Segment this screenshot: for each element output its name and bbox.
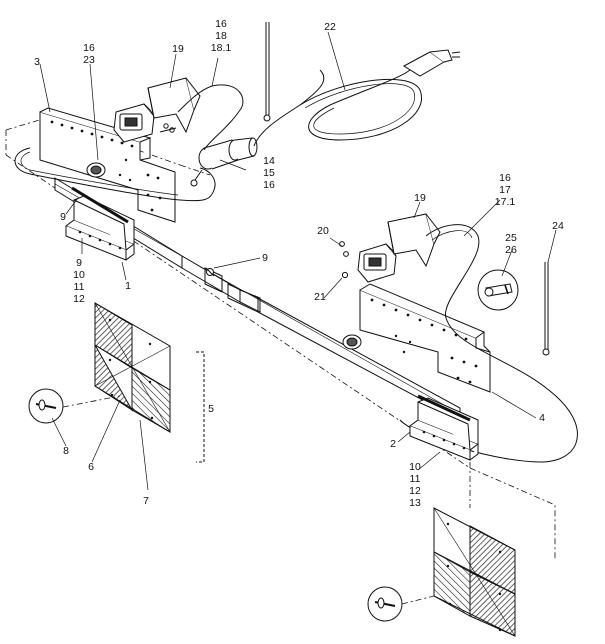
right-bracket-plate bbox=[359, 283, 491, 393]
callout-stack-25-26: 25 26 bbox=[500, 232, 522, 256]
callout-6: 6 bbox=[88, 461, 94, 473]
detail-circle-screw-right bbox=[367, 586, 403, 622]
stack-item: 13 bbox=[409, 497, 421, 509]
left-lamp-hood bbox=[147, 77, 201, 134]
left-lamp-cable-loop bbox=[177, 84, 244, 151]
callout-7: 7 bbox=[143, 495, 149, 507]
callout-1: 1 bbox=[125, 280, 131, 292]
callout-8: 8 bbox=[63, 445, 69, 457]
left-long-cable bbox=[14, 147, 216, 202]
stack-item: 11 bbox=[409, 473, 421, 485]
right-lamp-hood bbox=[387, 213, 441, 268]
left-bracket-holes bbox=[50, 120, 162, 212]
callout-21: 21 bbox=[314, 291, 326, 303]
right-reflector-dots bbox=[446, 522, 502, 632]
stack-item: 20 bbox=[317, 225, 329, 237]
detail-circle-clamp bbox=[477, 269, 519, 311]
stack-item: 23 bbox=[83, 54, 95, 66]
stack-item: 26 bbox=[505, 244, 517, 256]
right-bracket-holes bbox=[370, 298, 478, 384]
left-bracket-plate bbox=[39, 107, 176, 223]
cable-tie-right bbox=[542, 262, 550, 356]
left-lamp bbox=[113, 103, 155, 143]
stack-item: 18.1 bbox=[210, 42, 232, 54]
stack-item: 16 bbox=[215, 18, 227, 30]
left-reflector-dots bbox=[108, 318, 154, 420]
stack-item: 14 bbox=[263, 155, 275, 167]
stack-item: 15 bbox=[263, 167, 275, 179]
left-lamp-screws bbox=[159, 123, 177, 133]
callout-stack-9-10-11-12: 9 10 11 12 bbox=[68, 257, 90, 305]
callout-19-right: 19 bbox=[414, 192, 426, 204]
left-clamp-hatch bbox=[71, 186, 129, 224]
left-clamp-bracket bbox=[64, 195, 136, 261]
left-clamp-holes bbox=[78, 230, 122, 250]
callout-stack-10-11-12-13: 10 11 12 13 bbox=[404, 461, 426, 509]
callout-3: 3 bbox=[34, 56, 40, 68]
stack-item: 12 bbox=[409, 485, 421, 497]
leader-lines bbox=[39, 31, 557, 491]
stack-item: 18 bbox=[215, 30, 227, 42]
stack-item: 12 bbox=[73, 293, 85, 305]
callout-stack-20: 20 bbox=[312, 225, 334, 237]
stack-item: 17.1 bbox=[494, 196, 516, 208]
stack-item: 17 bbox=[499, 184, 511, 196]
callout-stack-16-17-17.1: 16 17 17.1 bbox=[490, 172, 520, 208]
callout-19-left: 19 bbox=[172, 43, 184, 55]
stack-item: 25 bbox=[505, 232, 517, 244]
stack-item: 11 bbox=[73, 281, 85, 293]
stack-item: 9 bbox=[76, 257, 82, 269]
callout-stack-16-18-18.1: 16 18 18.1 bbox=[206, 18, 236, 54]
beam-clip bbox=[205, 267, 215, 277]
callout-4: 4 bbox=[539, 412, 545, 424]
cable-22 bbox=[253, 49, 461, 147]
right-clamp-hatch bbox=[417, 394, 471, 422]
callout-2: 2 bbox=[390, 438, 396, 450]
dimension-bracket-5 bbox=[196, 351, 205, 463]
stack-item: 16 bbox=[83, 42, 95, 54]
callout-9-left: 9 bbox=[60, 211, 66, 223]
callout-stack-16-23: 16 23 bbox=[78, 42, 100, 66]
right-reflector-board bbox=[433, 507, 516, 637]
callout-22: 22 bbox=[324, 21, 336, 33]
stack-item: 16 bbox=[499, 172, 511, 184]
right-clamp-holes bbox=[422, 430, 466, 450]
stack-item: 16 bbox=[263, 179, 275, 191]
cable-tie-left bbox=[263, 22, 271, 122]
callout-24: 24 bbox=[552, 220, 564, 232]
stack-item: 10 bbox=[73, 269, 85, 281]
callout-9-mid: 9 bbox=[262, 252, 268, 264]
detail-circle-screw-left bbox=[28, 388, 64, 424]
stack-item: 10 bbox=[409, 461, 421, 473]
callout-stack-14-15-16: 14 15 16 bbox=[258, 155, 280, 191]
left-reflector-board bbox=[94, 302, 171, 433]
callout-5: 5 bbox=[208, 403, 214, 415]
right-lamp bbox=[357, 243, 397, 283]
screw-lead-lines bbox=[62, 395, 471, 605]
right-lamp-screws bbox=[339, 241, 349, 279]
left-grommet bbox=[86, 162, 106, 178]
right-grommet bbox=[342, 334, 362, 350]
left-plug-connector bbox=[190, 137, 258, 187]
right-lamp-cable bbox=[399, 224, 578, 463]
right-clamp-bracket bbox=[408, 397, 480, 461]
